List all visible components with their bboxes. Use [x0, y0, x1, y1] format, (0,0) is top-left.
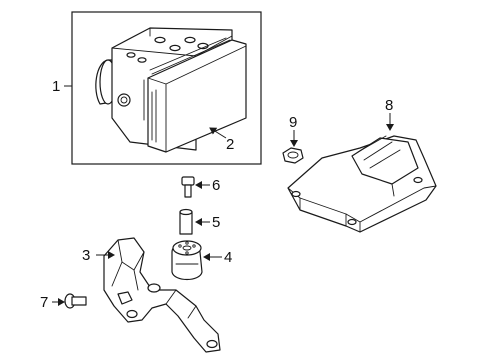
small-bolt: [64, 293, 87, 309]
callout-1: 1: [52, 78, 60, 95]
callout-6: 6: [212, 177, 220, 194]
callout-4: 4: [224, 249, 232, 266]
module-cover: [287, 135, 437, 233]
assembly-frame: [71, 11, 262, 165]
insulator: [171, 240, 203, 281]
bolt: [181, 176, 195, 198]
callout-2: 2: [226, 136, 234, 153]
callout-5: 5: [212, 214, 220, 231]
sleeve: [179, 208, 193, 235]
leader-lines: [52, 85, 394, 306]
callout-3: 3: [82, 247, 90, 264]
abs-actuator-assembly: [95, 27, 247, 153]
callout-9: 9: [289, 114, 297, 131]
nut: [282, 147, 304, 164]
control-module: [147, 39, 247, 153]
callout-7: 7: [40, 294, 48, 311]
callout-8: 8: [385, 97, 393, 114]
mounting-bracket: [103, 237, 221, 353]
